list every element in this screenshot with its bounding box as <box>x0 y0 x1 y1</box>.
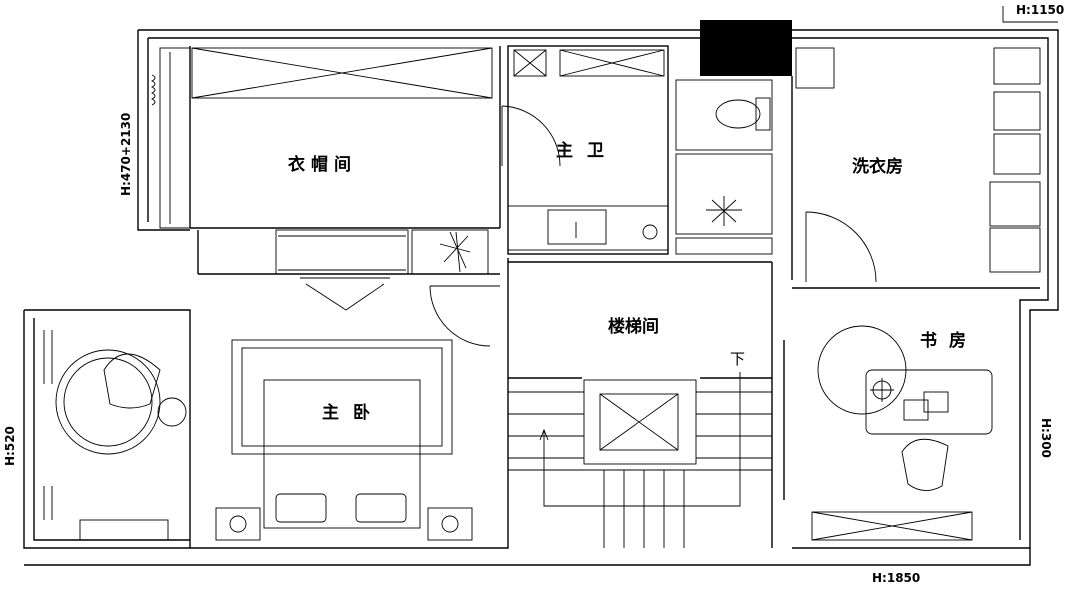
desk-icon <box>811 325 993 541</box>
dimension-bottom: H:1850 <box>872 571 920 585</box>
room-label-master-bath: 主卫 <box>556 140 618 161</box>
laundry-walls <box>791 47 1041 289</box>
master-bath-walls <box>501 45 669 255</box>
chimney-block <box>700 20 792 76</box>
room-label-cloakroom: 衣帽间 <box>288 154 357 175</box>
dimension-left-window: H:470+2130 <box>119 113 133 196</box>
cloakroom-walls <box>159 46 501 229</box>
room-label-laundry: 洗衣房 <box>852 156 903 177</box>
lounge-chair-icon <box>55 349 187 541</box>
stair-direction-label: 下 <box>730 350 745 368</box>
dimension-left-balcony: H:520 <box>3 426 17 466</box>
bed-icon <box>215 339 473 541</box>
toilet-icon <box>675 79 773 255</box>
room-label-master-bedroom: 主卧 <box>322 402 384 423</box>
cloakroom-window-vent-icon <box>150 74 156 106</box>
dimension-right-study: H:300 <box>1039 418 1053 458</box>
plant-icon <box>439 231 471 273</box>
room-label-study: 书房 <box>920 330 978 351</box>
stair-treads <box>508 372 772 548</box>
dimension-top-right: H:1150 <box>1016 3 1064 17</box>
room-label-stairwell: 楼梯间 <box>608 316 659 337</box>
stairwell-walls <box>429 261 772 465</box>
radiator-icon <box>43 330 53 520</box>
tv-cabinet <box>275 229 409 275</box>
outer-walls <box>23 29 1059 566</box>
